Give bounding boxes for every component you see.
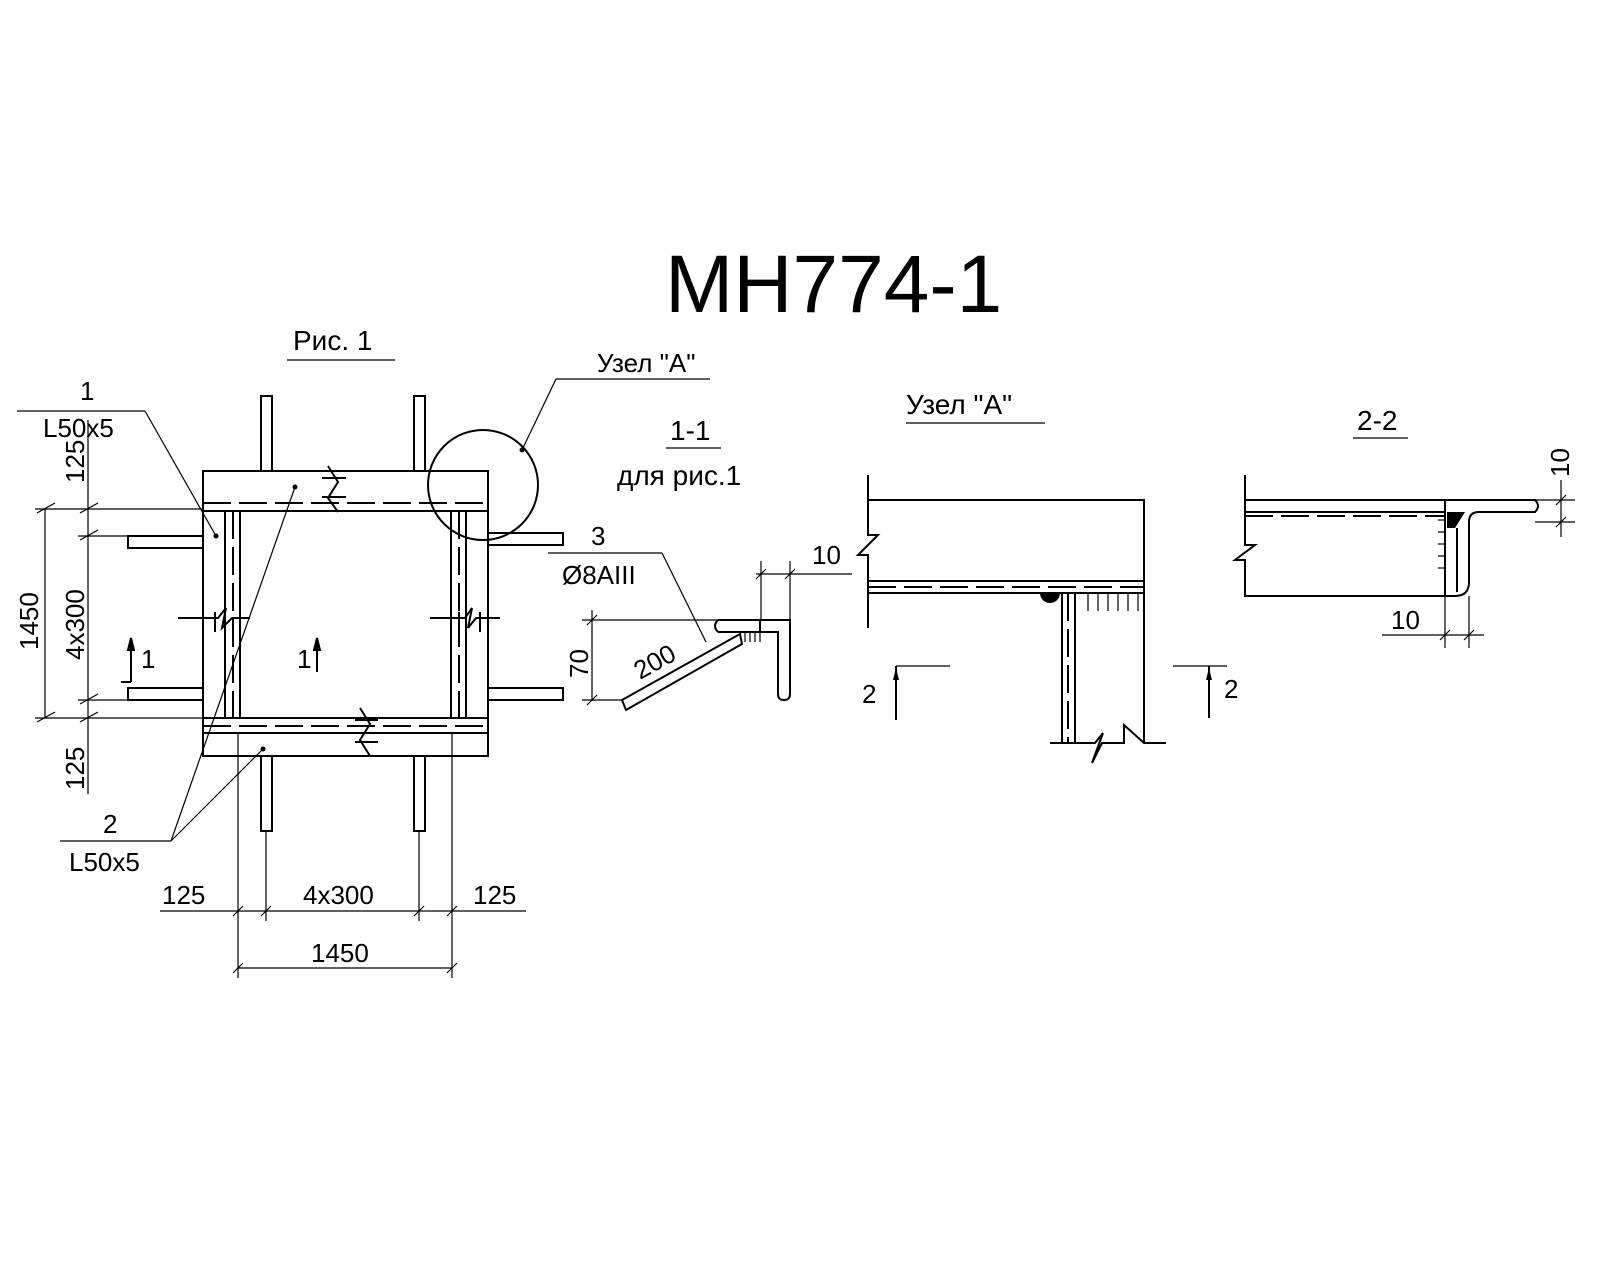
node-a-caption: Узел "А": [906, 389, 1012, 420]
dim-left-bottom: 125: [60, 747, 90, 790]
section-1-1-subcaption: для рис.1: [617, 460, 741, 491]
section-2-2-caption: 2-2: [1357, 405, 1397, 436]
item-3-rebar: Ø8АIII: [562, 560, 636, 590]
drawing-title: МН774-1: [665, 239, 1002, 330]
section-mark-1-center: 1: [297, 644, 311, 674]
node-a-section-mark-right: 2: [1224, 674, 1238, 704]
item-1-profile: L50x5: [43, 413, 114, 443]
section-2-2-dim-right: 10: [1545, 448, 1575, 477]
section-2-2-dim-bottom: 10: [1391, 605, 1420, 635]
dim-bottom-mid: 4x300: [303, 880, 374, 910]
item-1-number: 1: [80, 376, 94, 406]
section-mark-1-left: 1: [141, 644, 155, 674]
dim-left-mid: 4x300: [60, 589, 90, 660]
figure-1-caption: Рис. 1: [293, 325, 372, 356]
dim-bottom-right: 125: [473, 880, 516, 910]
item-2-number: 2: [103, 809, 117, 839]
section-1-1-dim-top: 10: [812, 540, 841, 570]
dim-bottom-total: 1450: [311, 938, 369, 968]
item-2-profile: L50x5: [69, 847, 140, 877]
dim-left-top: 125: [60, 440, 90, 483]
figure-1-plan: Рис. 1: [14, 325, 710, 978]
node-a-callout-label: Узел "А": [597, 348, 695, 378]
section-1-1-dim-length: 200: [628, 638, 680, 685]
node-a-circle: [427, 429, 539, 541]
dim-left-total: 1450: [14, 592, 44, 650]
node-a-detail: Узел "А" 2 2: [855, 389, 1238, 764]
section-1-1-caption: 1-1: [670, 415, 710, 446]
dim-bottom-left: 125: [162, 880, 205, 910]
section-2-2: 2-2 10 10: [1232, 405, 1575, 648]
node-a-section-mark-left: 2: [862, 679, 876, 709]
section-1-1-dim-height: 70: [564, 649, 594, 678]
frame-outline: [202, 470, 489, 757]
item-3-number: 3: [591, 521, 605, 551]
